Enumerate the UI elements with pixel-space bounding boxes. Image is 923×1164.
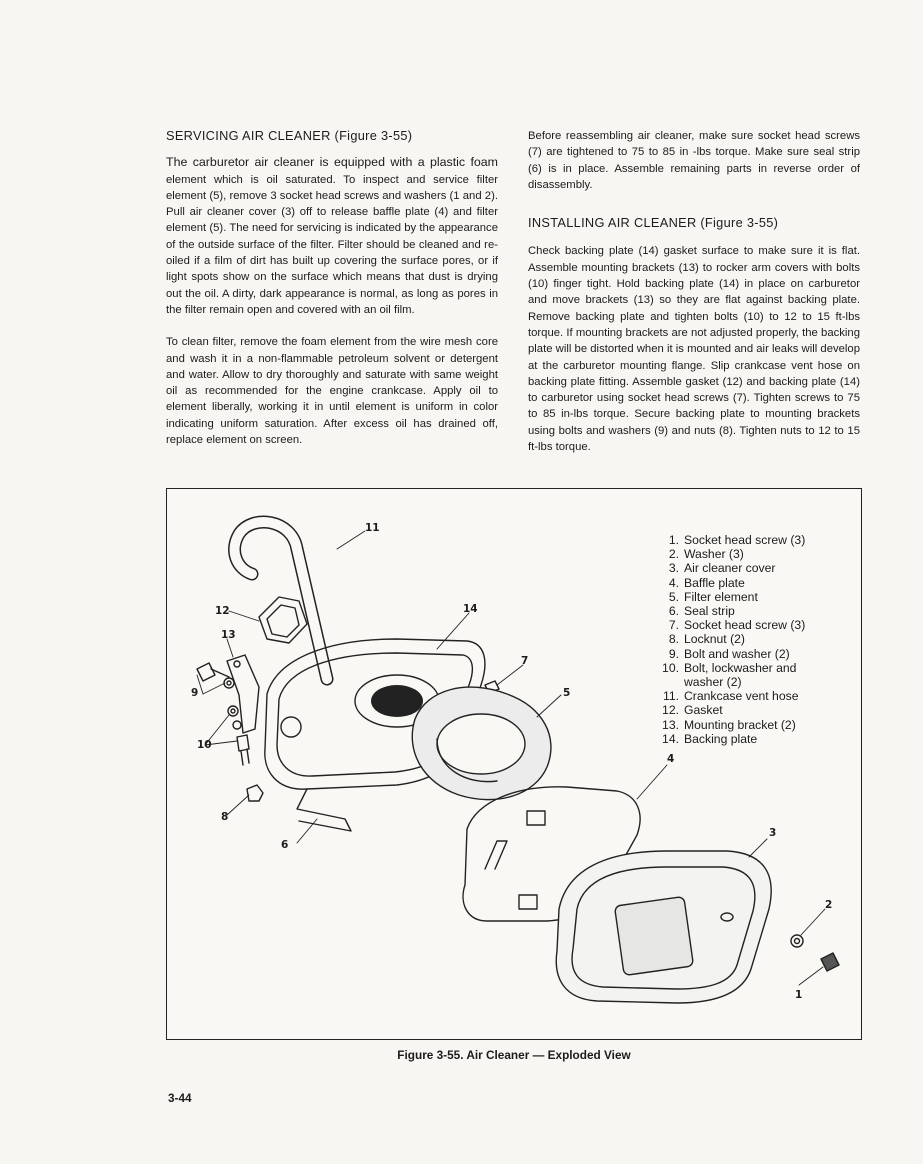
- installing-paragraph: Check backing plate (14) gasket surface …: [528, 245, 860, 454]
- bolt-9: [196, 662, 216, 682]
- servicing-paragraph-1: The carburetor air cleaner is equipped w…: [166, 154, 498, 318]
- legend-item: 2. Washer (3): [645, 547, 805, 561]
- legend-item-number: [645, 675, 684, 689]
- legend-item-number: 13.: [662, 717, 679, 732]
- callout-4: 4: [667, 753, 675, 765]
- legend-item-text: Air cleaner cover: [684, 561, 776, 576]
- locknut: [246, 784, 264, 802]
- legend-item-text: Locknut (2): [684, 632, 745, 647]
- legend-item-text: Bolt and washer (2): [684, 646, 790, 661]
- installing-heading: INSTALLING AIR CLEANER (Figure 3-55): [528, 215, 779, 231]
- legend-item-text: Gasket: [684, 703, 723, 718]
- legend-item-number: 5.: [668, 589, 679, 604]
- legend-item-text: Seal strip: [684, 604, 735, 619]
- legend-item: 12. Gasket: [645, 703, 805, 717]
- callout-1: 1: [795, 989, 803, 1001]
- legend-item: 1. Socket head screw (3): [645, 533, 805, 547]
- callout-9: 9: [191, 687, 199, 699]
- left-column: SERVICING AIR CLEANER (Figure 3-55) The …: [166, 128, 498, 464]
- legend-item: washer (2): [645, 675, 805, 689]
- legend-item-number: 4.: [668, 575, 679, 590]
- legend-item: 10. Bolt, lockwasher and: [645, 661, 805, 675]
- servicing-paragraph-1-body: element which is oil saturated. To inspe…: [166, 173, 498, 316]
- reassembly-paragraph: Before reassembling air cleaner, make su…: [528, 130, 860, 191]
- callout-11: 11: [365, 522, 380, 534]
- legend-item-number: 2.: [668, 547, 679, 562]
- legend-item: 14. Backing plate: [645, 732, 805, 746]
- legend-item-text: Socket head screw (3): [684, 618, 806, 633]
- callout-3: 3: [769, 827, 777, 839]
- callout-5: 5: [563, 687, 571, 699]
- legend-item-text: Crankcase vent hose: [684, 689, 799, 704]
- callout-13: 13: [221, 629, 236, 641]
- legend-item: 11. Crankcase vent hose: [645, 689, 805, 703]
- legend-item-number: 1.: [668, 533, 679, 547]
- legend-item-text: Backing plate: [684, 731, 758, 746]
- callout-2: 2: [825, 899, 833, 911]
- legend-item-text: Bolt, lockwasher and: [684, 660, 797, 675]
- legend-item-text: Mounting bracket (2): [684, 717, 796, 732]
- servicing-heading: SERVICING AIR CLEANER (Figure 3-55): [166, 128, 413, 143]
- legend-item-number: 12.: [662, 703, 679, 718]
- exploded-view-drawing: [196, 515, 840, 1004]
- callout-6: 6: [281, 839, 289, 851]
- legend-item: 5. Filter element: [645, 590, 805, 604]
- legend-item-number: 8.: [668, 632, 679, 647]
- legend-item-number: 10.: [662, 660, 679, 675]
- legend-item: 7. Socket head screw (3): [645, 618, 805, 632]
- legend-item-text: washer (2): [684, 675, 742, 690]
- legend-item-text: Baffle plate: [684, 575, 745, 590]
- legend-item-number: 14.: [662, 731, 679, 746]
- callout-12: 12: [215, 605, 230, 617]
- callout-14: 14: [463, 603, 478, 615]
- seal-strip: [296, 788, 352, 832]
- callout-8: 8: [221, 811, 229, 823]
- backing-plate: [264, 638, 486, 790]
- legend-item-number: 9.: [668, 646, 679, 661]
- legend-item: 6. Seal strip: [645, 604, 805, 618]
- socket-screw-1: [820, 952, 840, 972]
- exploded-view-figure: 11 12 13 14 9 10 8 6 7 5 4 3 2 1 1. Socke…: [166, 488, 862, 1040]
- bolt-10: [236, 734, 250, 752]
- legend-item-number: 3.: [668, 561, 679, 576]
- legend-item-number: 11.: [662, 689, 679, 704]
- legend-item: 8. Locknut (2): [645, 632, 805, 646]
- baffle-plate: [462, 786, 641, 922]
- legend-item: 3. Air cleaner cover: [645, 561, 805, 575]
- callout-7: 7: [521, 655, 529, 667]
- mounting-bracket: [226, 654, 260, 734]
- figure-caption: Figure 3-55. Air Cleaner — Exploded View: [397, 1048, 631, 1062]
- legend-item-number: 7.: [668, 618, 679, 633]
- legend-item: 9. Bolt and washer (2): [645, 647, 805, 661]
- parts-legend: 1. Socket head screw (3) 2. Washer (3) 3. Air…: [645, 533, 805, 746]
- legend-item-number: 6.: [668, 604, 679, 619]
- legend-item-text: Filter element: [684, 589, 758, 604]
- right-column: Before reassembling air cleaner, make su…: [528, 128, 860, 471]
- legend-item-text: Washer (3): [684, 547, 744, 562]
- legend-item: 4. Baffle plate: [645, 576, 805, 590]
- washer-2: [790, 934, 804, 948]
- legend-item-text: Socket head screw (3): [684, 533, 806, 547]
- callout-10: 10: [197, 739, 212, 751]
- legend-item: 13. Mounting bracket (2): [645, 718, 805, 732]
- servicing-paragraph-1-lead: The carburetor air cleaner is equipped w…: [166, 155, 498, 170]
- page-number: 3-44: [168, 1091, 192, 1105]
- servicing-paragraph-2: To clean filter, remove the foam element…: [166, 336, 498, 447]
- gasket: [258, 596, 308, 644]
